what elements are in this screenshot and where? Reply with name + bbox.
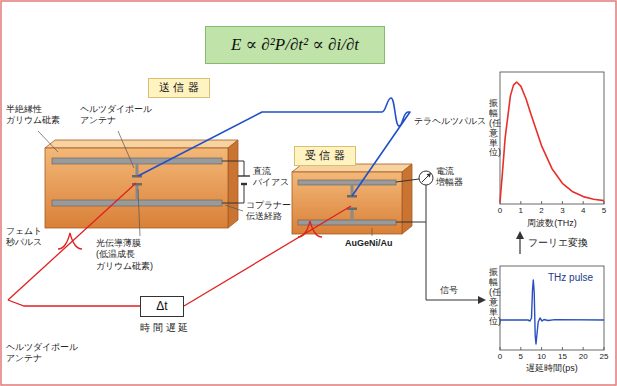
part-label: 光伝導薄膜(低温成長 ガリウム砒素) [96,238,153,272]
laser-pulse [298,221,322,237]
laser-pulse [58,233,82,249]
tick-label: 10 [537,352,546,362]
battery-symbol [241,183,247,185]
ammeter-needle [422,174,430,182]
material-label: AuGeNi/Au [345,238,393,249]
node-text: 送 信 器 [159,81,198,94]
part-label: 直流 バイアス [253,166,289,189]
tick-label: 3 [560,206,564,216]
thz-beam [138,98,410,196]
tick-label: 0 [498,352,502,362]
part-label: 半絶縁性 ガリウム砒素 [6,104,60,127]
bias-wire [222,161,244,203]
plot-frame [500,72,604,204]
formula-box: E ∝ ∂²P/∂t² ∝ ∂i/∂t [205,26,385,64]
axis-title: 振幅(任意単位) [489,268,498,327]
coplanar-line [298,220,396,225]
dipole-arm [351,209,354,220]
axis-title: 振幅(任意単位) [489,99,498,158]
coplanar-line [298,180,396,185]
ammeter-needle [427,173,432,178]
tick-label: 1 [519,206,523,216]
plot-frame [500,266,604,350]
tick-label: 5 [519,352,523,362]
node-text: E ∝ ∂²P/∂t² ∝ ∂i/∂t [231,35,359,55]
process-label: フーリエ変換 [528,237,588,249]
tick-label: 2 [539,206,543,216]
node-text: Δt [156,299,167,313]
gaas-substrate [45,148,228,228]
amplifier-wire [396,185,426,222]
axis-title: 遅延時間(ps) [526,363,578,374]
tick-label: 0 [498,206,502,216]
part-label: 電流 増幅器 [436,166,463,189]
node-text: 受 信 器 [305,149,344,162]
laser-beam [8,300,140,306]
thz-waveform [500,280,604,344]
axis-tick [500,201,604,204]
coplanar-line [52,200,222,206]
leader-line [38,131,372,236]
spectrum-curve [500,82,604,202]
part-label: ヘルツダイポール アンテナ [80,104,152,127]
amplifier-wire [396,179,419,182]
ammeter-symbol [419,171,433,185]
tick-label: 4 [581,206,585,216]
label-tag: 送 信 器 [148,78,210,98]
arrowhead [516,231,524,239]
chip-side-face [228,140,238,228]
part-label: 時 間 遅 延 [140,322,188,334]
arrowhead [478,296,486,304]
tick-label: 20 [579,352,588,362]
coplanar-line [52,158,222,164]
battery-symbol [238,175,250,176]
signal-wire [426,222,478,300]
label-tag: 受 信 器 [294,146,356,166]
beam-label: テラヘルツパルス [414,116,486,127]
tick-label: 25 [600,352,609,362]
dipole-arm [136,164,139,176]
transform-arrow [519,238,520,254]
signal-label: 信号 [440,285,458,296]
beam-label: フェムト 秒パルス [6,226,42,249]
plot-annotation: THz pulse [548,272,593,284]
tick-label: 15 [558,352,567,362]
chip-side-face [402,164,412,234]
part-label: ヘルツダイポール アンテナ [6,342,78,365]
axis-title: 周波数(THz) [527,218,577,229]
delay-box: Δt [140,296,184,317]
axis-tick [500,347,604,350]
part-label: コプラナー 伝送経路 [246,200,291,223]
tick-label: 5 [602,206,606,216]
chip-top-face [45,140,238,148]
